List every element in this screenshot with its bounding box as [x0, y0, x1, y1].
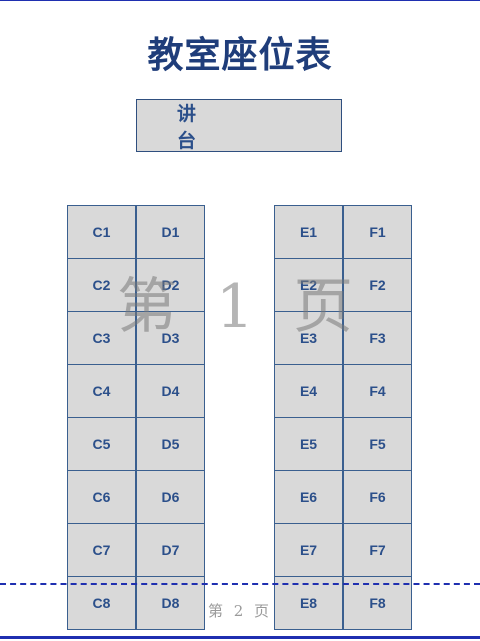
page-title: 教室座位表 — [147, 35, 333, 76]
seat: E4 — [274, 364, 343, 418]
seat: C4 — [67, 364, 136, 418]
seat: C1 — [67, 205, 136, 259]
seat: C5 — [67, 417, 136, 471]
podium: 讲 台 — [136, 99, 342, 152]
seat: D1 — [136, 205, 205, 259]
seat: C6 — [67, 470, 136, 524]
seat: F5 — [343, 417, 412, 471]
seat: D8 — [136, 576, 205, 630]
seat-block-right: E1 F1 E2 F2 E3 F3 E4 F4 E5 F5 E6 F6 E7 F… — [274, 205, 412, 630]
seat: D5 — [136, 417, 205, 471]
seat: E5 — [274, 417, 343, 471]
seat: F2 — [343, 258, 412, 312]
seat: D7 — [136, 523, 205, 577]
seat-block-left: C1 D1 C2 D2 C3 D3 C4 D4 C5 D5 C6 D6 C7 D… — [67, 205, 205, 630]
page-break-line — [0, 583, 480, 585]
seat: E3 — [274, 311, 343, 365]
seat: C8 — [67, 576, 136, 630]
seat: F7 — [343, 523, 412, 577]
seat: C2 — [67, 258, 136, 312]
seat: D3 — [136, 311, 205, 365]
seat: F6 — [343, 470, 412, 524]
seat: E8 — [274, 576, 343, 630]
seat: E7 — [274, 523, 343, 577]
seat: E6 — [274, 470, 343, 524]
seat: D4 — [136, 364, 205, 418]
top-border-line — [0, 0, 480, 1]
seat: D6 — [136, 470, 205, 524]
seat: E1 — [274, 205, 343, 259]
bottom-border-line — [0, 636, 480, 639]
seat: D2 — [136, 258, 205, 312]
seat: F3 — [343, 311, 412, 365]
seat: C3 — [67, 311, 136, 365]
seat: F8 — [343, 576, 412, 630]
seat: C7 — [67, 523, 136, 577]
seat: E2 — [274, 258, 343, 312]
seat: F1 — [343, 205, 412, 259]
page-label: 第 2 页 — [207, 602, 273, 620]
seat: F4 — [343, 364, 412, 418]
